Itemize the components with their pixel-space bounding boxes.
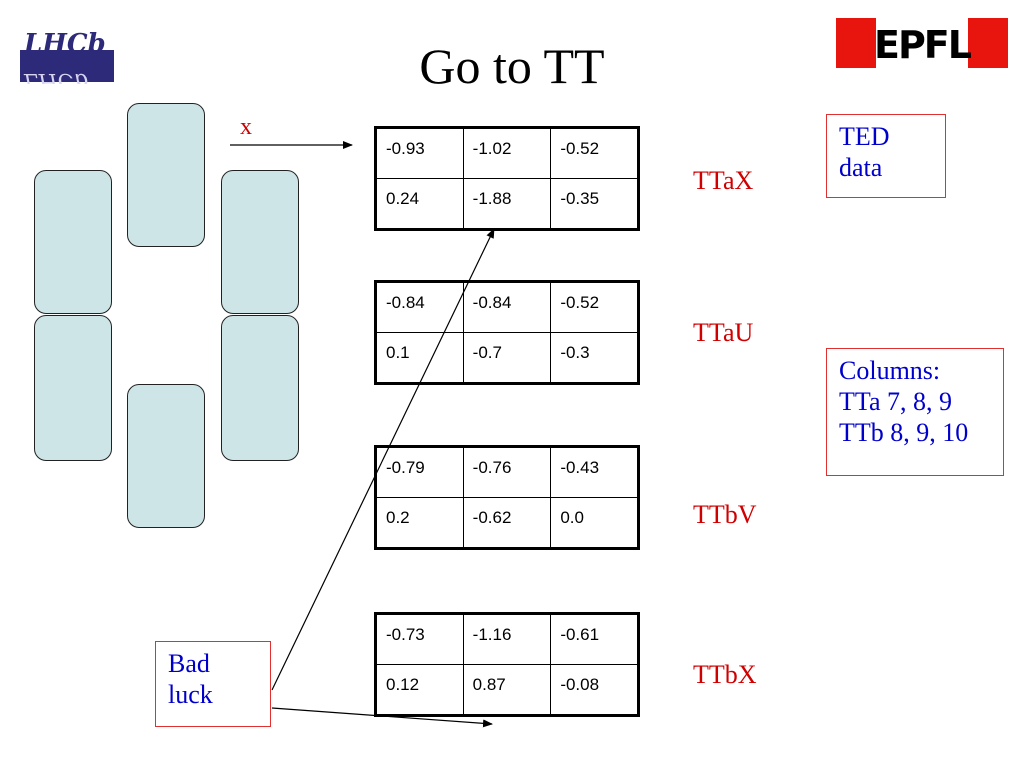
table-cell: 0.2	[375, 497, 464, 549]
table-cell: -0.84	[375, 281, 464, 333]
table-cell: -0.93	[375, 127, 464, 179]
table-cell: -0.84	[462, 281, 552, 333]
ttau-table: -0.84 -0.84 -0.52 0.1 -0.7 -0.3	[374, 280, 640, 385]
table-row: 0.12 0.87 -0.08	[375, 664, 639, 716]
table-cell: 0.0	[550, 497, 639, 549]
table-cell: -0.35	[550, 178, 639, 230]
detector-module	[221, 170, 299, 314]
table-cell: 0.1	[375, 332, 464, 384]
detector-module	[34, 170, 112, 314]
note-line: TED	[839, 122, 890, 151]
slide-title: Go to TT	[419, 38, 605, 94]
table-row: -0.73 -1.16 -0.61	[375, 613, 639, 665]
detector-module	[127, 384, 205, 528]
table-cell: -0.73	[375, 613, 464, 665]
table-row: 0.2 -0.62 0.0	[375, 497, 639, 549]
table-cell: -0.3	[550, 332, 639, 384]
epfl-logo: EPFL	[836, 18, 1008, 68]
table-cell: -0.62	[462, 497, 552, 549]
table-cell: 0.87	[462, 664, 552, 716]
table-row: -0.79 -0.76 -0.43	[375, 446, 639, 498]
table-cell: -0.76	[462, 446, 552, 498]
table-row: 0.1 -0.7 -0.3	[375, 332, 639, 384]
note-line: data	[839, 153, 883, 182]
note-line: Bad	[168, 649, 210, 678]
columns-note: Columns: TTa 7, 8, 9 TTb 8, 9, 10	[826, 348, 1004, 476]
table-cell: -1.16	[462, 613, 552, 665]
ttbx-table: -0.73 -1.16 -0.61 0.12 0.87 -0.08	[374, 612, 640, 717]
ttbv-label: TTbV	[693, 500, 757, 529]
table-cell: -0.52	[550, 281, 639, 333]
table-cell: -0.79	[375, 446, 464, 498]
table-cell: -0.7	[462, 332, 552, 384]
lhcb-logo: LHCb LHCb	[20, 29, 114, 84]
ttax-label: TTaX	[693, 166, 754, 195]
note-line: Columns:	[839, 356, 941, 385]
ttbv-table: -0.79 -0.76 -0.43 0.2 -0.62 0.0	[374, 445, 640, 550]
table-cell: -0.08	[550, 664, 639, 716]
table-row: -0.84 -0.84 -0.52	[375, 281, 639, 333]
table-row: -0.93 -1.02 -0.52	[375, 127, 639, 179]
table-cell: -1.02	[462, 127, 552, 179]
note-line: TTb 8, 9, 10	[839, 418, 969, 447]
note-line: TTa 7, 8, 9	[839, 387, 952, 416]
detector-module	[34, 315, 112, 461]
svg-text:EPFL: EPFL	[874, 23, 972, 67]
table-cell: -0.61	[550, 613, 639, 665]
svg-text:LHCb: LHCb	[23, 68, 89, 84]
table-row: 0.24 -1.88 -0.35	[375, 178, 639, 230]
detector-module	[221, 315, 299, 461]
table-cell: -0.43	[550, 446, 639, 498]
ttau-label: TTaU	[693, 318, 754, 347]
note-line: luck	[168, 680, 213, 709]
bad-luck-note: Bad luck	[155, 641, 271, 727]
ttax-table: -0.93 -1.02 -0.52 0.24 -1.88 -0.35	[374, 126, 640, 231]
table-cell: -1.88	[462, 178, 552, 230]
table-cell: 0.24	[375, 178, 464, 230]
detector-module	[127, 103, 205, 247]
x-axis-label: x	[240, 114, 252, 140]
table-cell: 0.12	[375, 664, 464, 716]
table-cell: -0.52	[550, 127, 639, 179]
ttbx-label: TTbX	[693, 660, 757, 689]
ted-data-note: TED data	[826, 114, 946, 198]
svg-text:LHCb: LHCb	[23, 29, 106, 59]
